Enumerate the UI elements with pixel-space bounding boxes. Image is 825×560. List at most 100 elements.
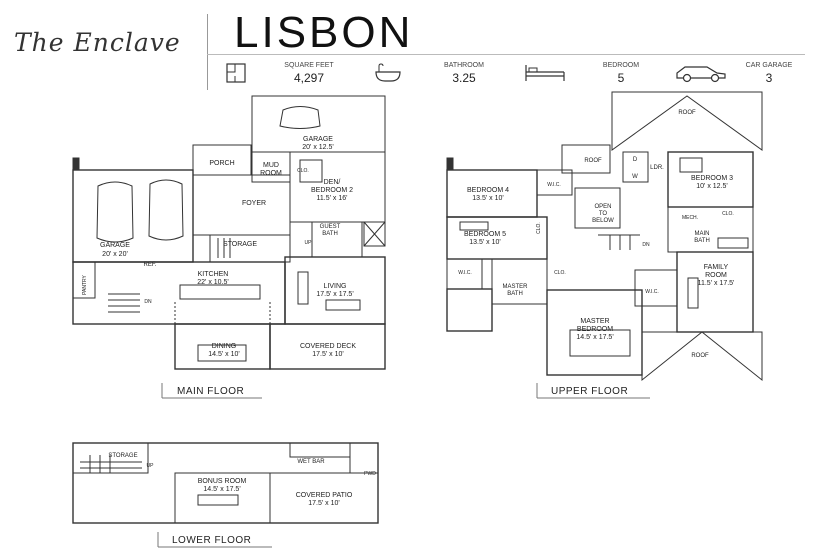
room-label: BEDROOM 4 <box>467 187 509 194</box>
master-shower <box>446 288 493 332</box>
upper-floor-title: UPPER FLOOR <box>551 386 628 397</box>
room-dim: 10' x 12.5' <box>696 183 727 190</box>
room-label: BONUS ROOM <box>198 478 247 485</box>
plan-title: LISBON <box>234 8 414 57</box>
room-label: COVERED PATIO <box>296 492 353 499</box>
room-label: MUD <box>263 162 279 169</box>
room-label: STORAGE <box>108 453 137 459</box>
room-label: BATH <box>694 238 710 244</box>
pantry-room <box>72 261 96 299</box>
room-label: LIVING <box>324 283 347 290</box>
stair-label: DN <box>144 299 152 305</box>
room-label: CLO. <box>297 168 309 174</box>
room-label: ROOM <box>705 272 727 279</box>
stat-value: 3 <box>765 71 773 85</box>
room-label: W <box>632 174 638 180</box>
stat-label: SQUARE FEET <box>284 62 334 69</box>
room-label: MAIN <box>695 231 710 237</box>
floorplan-icon <box>226 63 246 83</box>
laundry-room <box>622 151 649 183</box>
room-label: FOYER <box>242 200 266 207</box>
room-dim: 22' x 10.5' <box>197 279 228 286</box>
room-dim: 14.5' x 17.5' <box>203 486 240 493</box>
room-label: MECH. <box>682 215 698 221</box>
room-label: BEDROOM 5 <box>464 231 506 238</box>
car-top-outline <box>279 106 321 129</box>
room-dim: 13.5' x 10' <box>469 239 500 246</box>
wall-post <box>446 157 454 171</box>
bed-outline <box>299 159 323 183</box>
upper-floor-plan <box>446 91 763 382</box>
room-label: REF. <box>143 262 156 268</box>
open-to-below <box>574 187 621 229</box>
dashed-lines <box>174 300 271 324</box>
room-label: PWD <box>364 471 376 477</box>
room-label: TO <box>599 211 608 217</box>
room-label: BATH <box>507 291 523 297</box>
room-dim: 20' x 20' <box>102 251 128 258</box>
bathtub-icon <box>375 63 401 82</box>
storage-room <box>209 234 291 263</box>
stair-label: UP <box>305 240 313 246</box>
room-label: BEDROOM 2 <box>311 187 353 194</box>
stat-value: 4,297 <box>293 71 325 85</box>
room-label: ROOF <box>691 353 709 359</box>
covered-patio <box>269 472 379 524</box>
stair-label: UP <box>147 463 155 469</box>
room-label: ROOF <box>584 158 602 164</box>
roof-top <box>611 91 763 151</box>
room-label: LDR. <box>650 165 664 171</box>
wall-post <box>72 157 80 171</box>
room-label: PORCH <box>209 160 234 167</box>
room-label: W.I.C. <box>645 289 659 295</box>
sofa <box>197 494 239 506</box>
bed-outline <box>459 221 489 231</box>
room-label: CLO. <box>536 222 542 234</box>
room-label: STORAGE <box>223 241 257 248</box>
bed-icon <box>525 65 565 81</box>
room-dim: 13.5' x 10' <box>472 195 503 202</box>
sofa <box>325 299 361 311</box>
car-right-outline <box>148 179 184 241</box>
stat-label: CAR GARAGE <box>745 62 793 69</box>
stat-bedroom: BEDROOM 5 <box>596 62 646 85</box>
room-label: DEN/ <box>324 179 341 186</box>
kitchen-room <box>72 261 286 325</box>
stat-value: 3.25 <box>452 71 476 85</box>
room-label: MASTER <box>580 318 609 325</box>
room-dim: 17.5' x 17.5' <box>316 291 353 298</box>
room-dim: 17.5' x 10' <box>308 500 339 507</box>
room-dim: 11.5' x 17.5' <box>698 280 735 287</box>
room-label: GARAGE <box>100 242 130 249</box>
stat-label: BEDROOM <box>602 62 640 69</box>
header-rule <box>207 54 805 55</box>
room-label: OPEN <box>594 204 611 210</box>
room-label: CLO. <box>554 270 566 276</box>
bed-outline <box>679 157 703 173</box>
room-label: MASTER <box>502 284 528 290</box>
room-label: GUEST <box>320 224 341 230</box>
bedroom-5-room <box>446 216 548 260</box>
room-label: DINING <box>212 343 237 350</box>
room-dim: 20' x 12.5' <box>302 144 333 151</box>
stat-value: 5 <box>617 71 625 85</box>
covered-deck <box>269 323 386 370</box>
stair-label: DN <box>642 242 650 248</box>
shower <box>363 221 386 247</box>
main-floor-title: MAIN FLOOR <box>177 386 244 397</box>
room-label: WET BAR <box>297 459 325 465</box>
dining-table <box>197 344 247 362</box>
wic-3 <box>634 269 678 307</box>
wic-1 <box>536 169 573 196</box>
room-label: D <box>633 157 638 163</box>
stat-car-garage: CAR GARAGE 3 <box>738 62 800 85</box>
room-label: CLO. <box>722 211 734 217</box>
room-label: ROOF <box>678 110 696 116</box>
master-bath-room <box>491 258 548 305</box>
lower-floor-plan <box>72 442 379 524</box>
main-bath-room <box>667 206 754 253</box>
room-label: BATH <box>322 231 338 237</box>
brand-logo: The Enclave <box>14 28 181 57</box>
roof-bottom <box>641 331 763 382</box>
